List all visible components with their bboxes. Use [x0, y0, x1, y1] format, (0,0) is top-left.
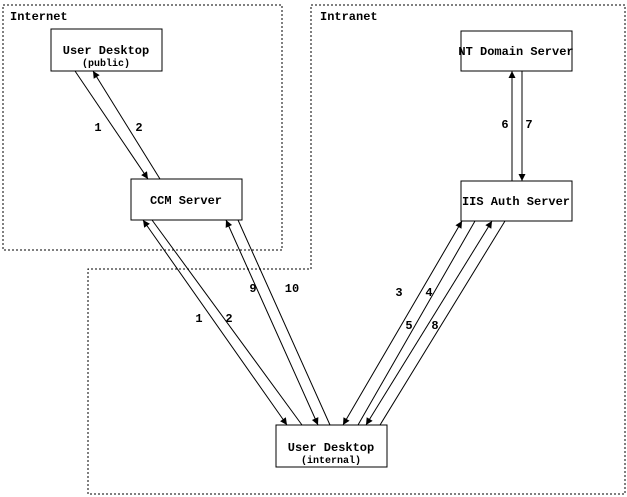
node-iis-auth-server: IIS Auth Server: [460, 180, 573, 222]
node-user-desktop-public: User Desktop (public): [50, 28, 163, 72]
flow-arrow-step5-internal-iis: [365, 220, 493, 426]
node-user-desktop-public-box: [50, 28, 163, 72]
node-ccm-server-box: [130, 178, 243, 221]
flow-line-step4-iis-internal: [357, 220, 476, 426]
step-label-10: 10: [285, 282, 299, 296]
node-iis-auth-server-title: IIS Auth Server: [462, 195, 570, 209]
node-user-desktop-internal-title: User Desktop: [288, 441, 374, 455]
flow-arrow-step1-internal-ccm: [142, 219, 288, 426]
step-label-4: 4: [425, 286, 432, 300]
flow-line-step10-ccm-internal: [237, 219, 331, 426]
flow-arrow-step1-public-to-ccm: [74, 70, 149, 180]
node-ccm-server-title: CCM Server: [150, 194, 222, 208]
intranet-region-label: Intranet: [320, 10, 378, 24]
flow-arrow-step3-internal-iis: [342, 220, 463, 426]
node-user-desktop-public-subtitle: (public): [82, 58, 130, 70]
flow-arrow-step2-ccm-to-public: [92, 70, 161, 180]
node-ccm-server: CCM Server: [130, 178, 243, 221]
step-label-2-lower: 2: [225, 312, 232, 326]
node-nt-domain-server-title: NT Domain Server: [458, 45, 573, 59]
step-label-3: 3: [395, 286, 402, 300]
internet-region-label: Internet: [10, 10, 68, 24]
node-nt-domain-server-box: [460, 30, 573, 72]
step-label-6: 6: [501, 118, 508, 132]
step-label-2-upper: 2: [135, 121, 142, 135]
node-user-desktop-internal-subtitle: (internal): [301, 455, 361, 467]
internet-region-outline: [2, 4, 283, 251]
step-label-9: 9: [249, 282, 256, 296]
node-nt-domain-server: NT Domain Server: [458, 30, 574, 72]
step-label-1-lower: 1: [195, 312, 202, 326]
flow-arrow-step9-internal-ccm: [225, 219, 319, 426]
node-iis-auth-server-box: [460, 180, 573, 222]
node-user-desktop-public-title: User Desktop: [63, 44, 149, 58]
node-user-desktop-internal: User Desktop (internal): [275, 424, 388, 468]
step-label-7: 7: [525, 118, 532, 132]
step-label-5: 5: [405, 319, 412, 333]
step-label-1-upper: 1: [94, 121, 101, 135]
flow-line-step8-iis-internal: [379, 220, 506, 426]
node-user-desktop-internal-box: [275, 424, 388, 468]
step-label-8: 8: [431, 319, 438, 333]
